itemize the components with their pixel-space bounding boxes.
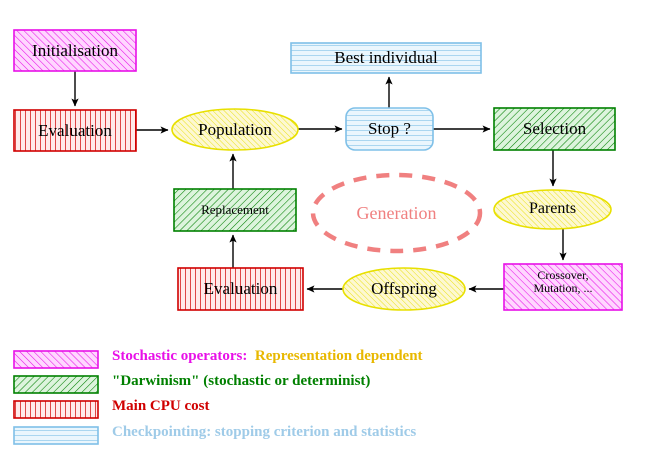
node-shape-best-individual[interactable] [290,42,482,74]
legend-label-part: Stochastic operators: [112,348,248,364]
node-shape-parents[interactable] [493,189,612,230]
legend-swatch-layer [13,350,99,445]
legend-label-cpu-cost: Main CPU cost [112,398,210,415]
legend-label-stochastic: Stochastic operators: Representation dep… [112,348,423,365]
legend-label-part: Main CPU cost [112,398,210,414]
legend-label-part: "Darwinism" (stochastic or determinist) [112,373,371,389]
node-shape-evaluation-top[interactable] [13,109,137,152]
node-shape-generation[interactable] [310,172,483,254]
legend-swatch-darwinism [13,375,99,394]
node-shape-evaluation-bottom[interactable] [177,267,304,311]
node-shape-offspring[interactable] [342,267,466,311]
legend-label-darwinism: "Darwinism" (stochastic or determinist) [112,373,370,390]
node-shape-crossover[interactable] [503,263,623,311]
node-shape-population[interactable] [171,108,299,151]
legend-swatch-stochastic [13,350,99,369]
node-shape-initialisation[interactable] [13,29,137,72]
legend-swatch-cpu-cost [13,400,99,419]
node-shape-stop[interactable] [345,107,434,151]
node-layer [13,29,623,311]
edge-layer [71,71,567,293]
node-shape-selection[interactable] [493,107,616,151]
legend-label-part: Checkpointing: stopping criterion and st… [112,424,417,440]
node-shape-replacement[interactable] [173,188,297,232]
legend-label-checkpointing: Checkpointing: stopping criterion and st… [112,424,416,441]
legend-swatch-checkpointing [13,426,99,445]
legend-label-part: Representation dependent [254,348,423,364]
